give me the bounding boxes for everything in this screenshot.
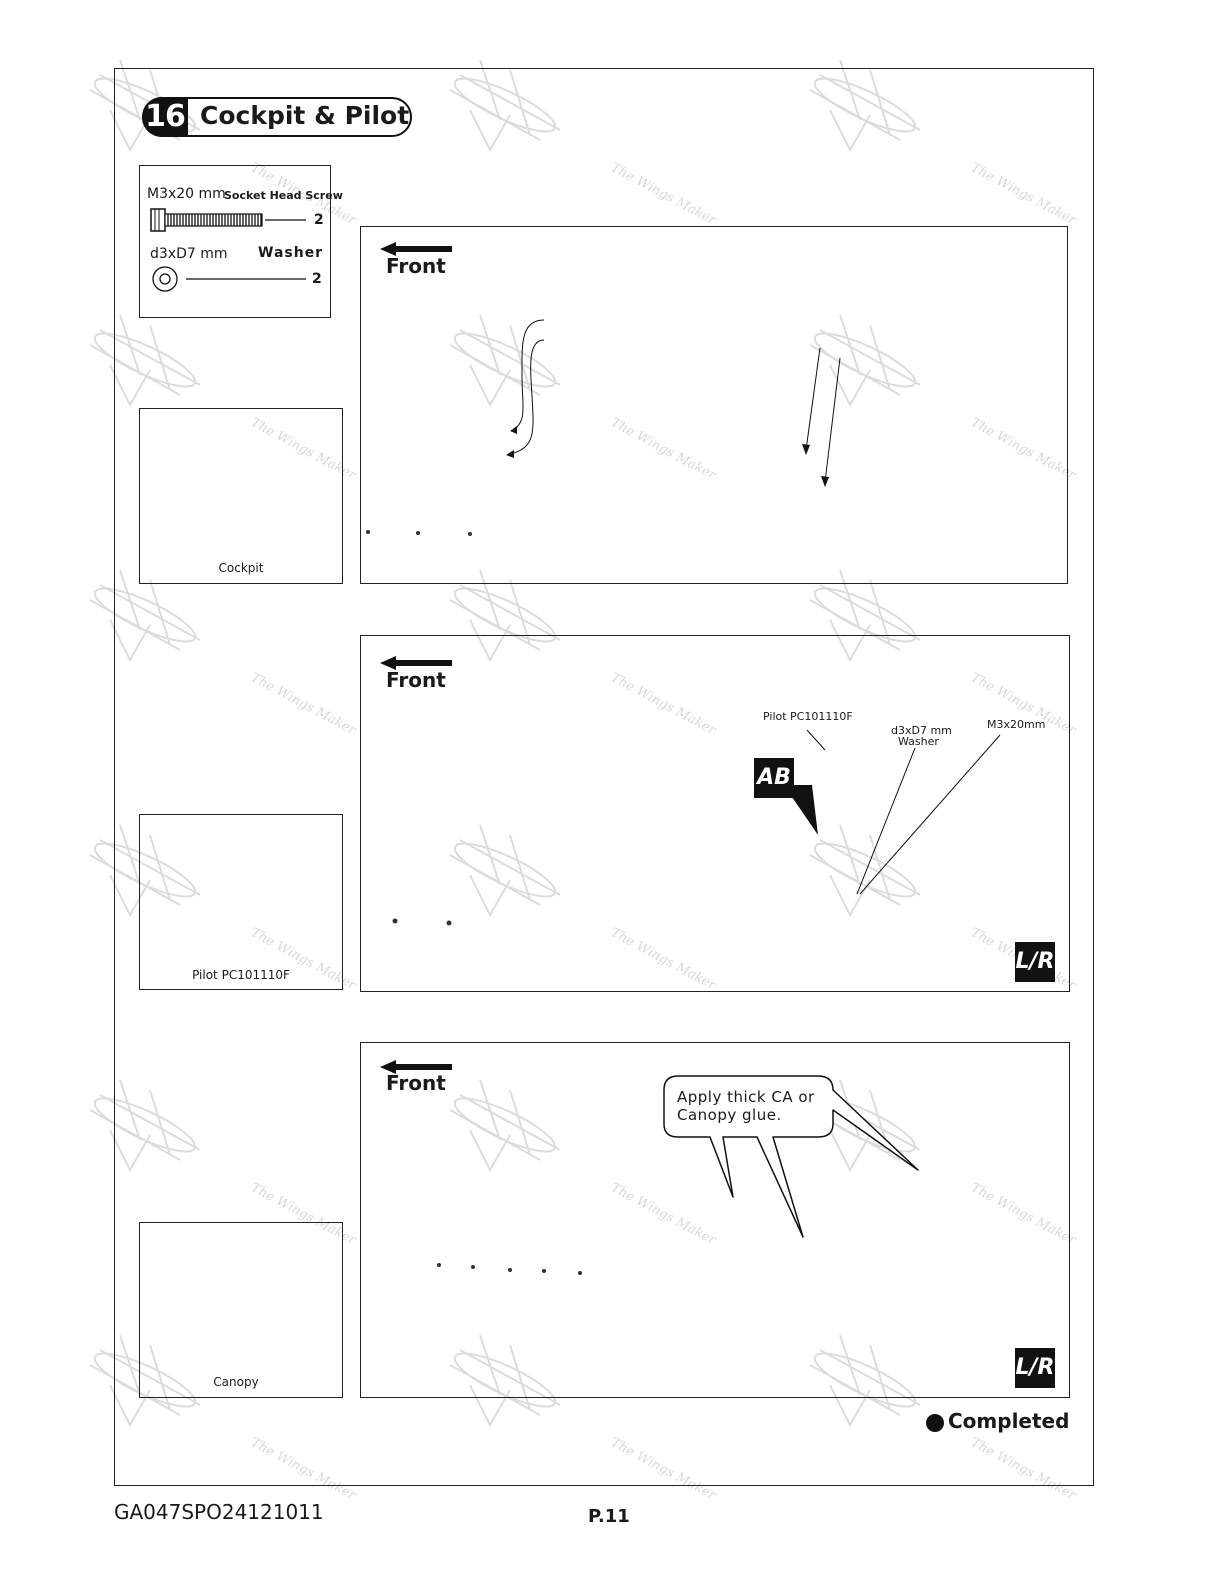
glue-instruction-line-2: Canopy glue. [677,1106,782,1124]
front-label: Front [386,1071,446,1095]
step-title: Cockpit & Pilot [200,101,410,130]
cockpit-drawing [366,319,841,536]
completed-dot-icon [926,1414,944,1432]
pilot-leader-lines [392,729,1001,926]
lr-badge: L/R [1015,1348,1055,1388]
pilot-caption: Pilot PC101110F [192,968,290,982]
cockpit-part-box [139,408,343,584]
screw-icon [150,208,306,232]
completed-label: Completed [948,1409,1070,1433]
page-frame [114,68,1094,1486]
canopy-part-box [139,1222,343,1398]
screw-name: Socket Head Screw [224,189,343,202]
lr-badge: L/R [1015,942,1055,982]
screw-callout: M3x20mm [987,718,1046,731]
canopy-caption: Canopy [213,1375,259,1389]
front-label: Front [386,668,446,692]
washer-name: Washer [258,245,324,261]
washer-size-callout: d3xD7 mm [891,724,952,737]
front-arrow-icon [380,656,452,670]
parts-list-box [139,165,331,318]
washer-callout: Washer [898,735,939,748]
front-label: Front [386,254,446,278]
step-number: 16 [142,97,188,137]
front-arrow-icon [380,1060,452,1074]
screw-quantity: 2 [314,212,324,228]
screw-size: M3x20 mm [147,186,226,202]
pilot-install-panel [360,635,1070,992]
pilot-part-box [139,814,343,990]
washer-icon [152,266,306,292]
canopy-install-panel [360,1042,1070,1398]
ab-glue-badge: AB [754,758,794,798]
cockpit-install-panel [360,226,1068,584]
document-code: GA047SPO24121011 [114,1500,324,1524]
cockpit-caption: Cockpit [218,561,264,575]
pilot-callout: Pilot PC101110F [763,710,853,723]
page-number: P.11 [588,1506,630,1527]
washer-quantity: 2 [312,271,322,287]
glue-instruction-line-1: Apply thick CA or [677,1088,815,1106]
front-arrow-icon [380,242,452,256]
glue-speech-bubble [437,1075,919,1275]
washer-size: d3xD7 mm [150,246,228,262]
